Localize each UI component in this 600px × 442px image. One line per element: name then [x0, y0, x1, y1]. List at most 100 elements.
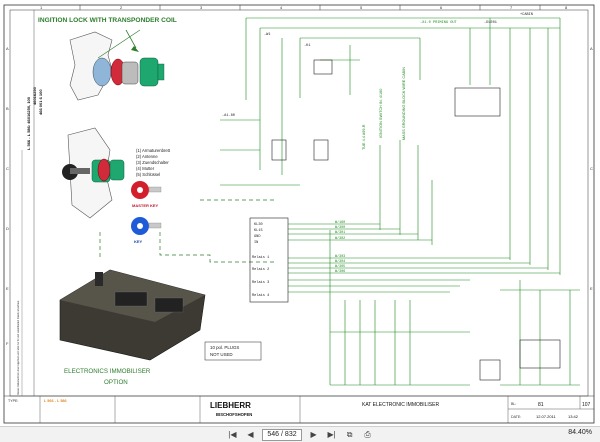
immobiliser-module-drawing [59, 269, 206, 361]
title-block: TYPE: L 566 - L 586 LIEBHERR BISCHOFSHOF… [4, 395, 594, 423]
relay-1-label: Relais 1 [252, 255, 269, 260]
relay-2-label: Relais 2 [252, 267, 269, 272]
plug-note-line-2: NOT USED [210, 352, 233, 357]
key-label: KEY [134, 239, 143, 244]
type-label: TYPE: [8, 399, 18, 403]
first-page-button[interactable]: |◀ [228, 430, 237, 439]
page-total: 832 [284, 431, 297, 438]
drawing-title: KAT ELECTRONIC IMMOBILISER [362, 402, 439, 408]
zone-ruler-side: A B C D E F A C E [6, 46, 593, 346]
wire-label-7: W/305 [335, 264, 345, 269]
module-label-1: ELECTRONICS IMMOBILISER [64, 368, 151, 375]
legend-item-1: (1) Armaturenbrett [136, 148, 171, 153]
relay-3-label: Relais 3 [252, 280, 269, 285]
row-f: F [6, 341, 9, 346]
zone-8: 8 [565, 5, 568, 10]
components [249, 59, 561, 381]
pin-in: IN [254, 241, 258, 245]
top-labels: -X1.0 PRIMING OUT -DLE01 +CABIN -W1 -K1 … [222, 13, 533, 118]
viewer-toolbar: |◀ ◀ 546 / 832 ▶ ▶| ⧉ ⎙ 84.40% [0, 426, 600, 442]
plug-note-line-1: 10 pol. PLUGS [210, 345, 239, 350]
row-d: D [6, 226, 9, 231]
zoom-level[interactable]: 84.40% [568, 429, 592, 436]
brand-logo: LIEBHERR [210, 401, 251, 410]
top-label-dle01: -DLE01 [484, 21, 497, 25]
wire-label-4: W/302 [335, 236, 345, 241]
wiring [220, 17, 580, 386]
ignition-title: INGITION LOCK WITH TRANSPONDER COIL [38, 17, 177, 24]
row-b: B [6, 106, 9, 111]
wire-label-3: W/301 [335, 230, 345, 235]
sheet-label: BL: [511, 402, 516, 406]
top-label-w1: -W1 [264, 33, 270, 37]
top-label-priming: -X1.0 PRIMING OUT [420, 21, 458, 25]
pin-kl30: KL30 [254, 223, 263, 227]
date-label: DATE: [511, 415, 521, 419]
next-sheet: 107 [582, 402, 591, 408]
plug-note-box: 10 pol. PLUGS NOT USED [204, 341, 262, 361]
master-key-icon [131, 181, 162, 199]
wire-label-2: W/300 [335, 225, 345, 230]
sheet-frame [3, 4, 595, 424]
row-a-right: A [590, 46, 593, 51]
top-label-cabin: +CABIN [520, 13, 533, 17]
legend-item-5: (5) Schlüssel [136, 172, 160, 177]
page-number-input[interactable]: 546 / 832 [262, 428, 302, 441]
wire-label-1: W/160 [335, 220, 345, 225]
left-code-strip: L 566 - L 586: 46016250, 100 46016250 46… [17, 10, 43, 396]
legend-item-3: (3) Zuendschalter [136, 160, 169, 165]
wire-labels: W/160 W/300 W/301 W/302 W/303 W/304 W/30… [335, 220, 345, 274]
top-label-k1: -K1 [304, 44, 310, 48]
zone-4: 4 [280, 5, 283, 10]
connector-pins: KL30 KL15 GND IN Relais 1 Relais 2 Relai… [252, 223, 269, 298]
parts-legend: (1) Armaturenbrett (2) Antenne (3) Zuend… [136, 148, 171, 177]
wire-label-6: W/304 [335, 259, 345, 264]
legend-item-4: (4) Mutter [136, 166, 155, 171]
prev-page-button[interactable]: ◀ [247, 430, 254, 439]
time-value: 13:42 [568, 414, 579, 419]
zone-5: 5 [360, 5, 363, 10]
type-value: L 566 - L 586 [44, 399, 67, 403]
zone-2: 2 [120, 5, 123, 10]
wire-label-5: W/303 [335, 254, 345, 259]
legend-item-2: (2) Antenne [136, 154, 158, 159]
pin-gnd: GND [254, 235, 260, 239]
key-icon [131, 217, 162, 235]
date-value: 12.07.2011 [536, 414, 556, 419]
row-e-right: E [590, 286, 593, 291]
row-a: A [6, 46, 9, 51]
relay-4-label: Relais 4 [252, 293, 269, 298]
last-page-button[interactable]: ▶| [327, 430, 336, 439]
copy-icon[interactable]: ⧉ [346, 429, 353, 439]
code-2: 46016250 [32, 86, 37, 105]
master-key-label: MASTER KEY [132, 203, 159, 208]
row-c: C [6, 166, 9, 171]
vertical-text-mass: MASS GROUNDING BLOCK WIRE CABIN [402, 67, 406, 140]
zone-6: 6 [440, 5, 443, 10]
sub-brand: BISCHOFSHOFEN [216, 412, 252, 417]
zone-3: 3 [200, 5, 203, 10]
vertical-text-tue: TUE 4.4 A99-R [362, 124, 366, 150]
next-page-button[interactable]: ▶ [310, 430, 317, 439]
page-current: 546 [267, 431, 280, 438]
row-e: E [6, 286, 9, 291]
sheet-value: 81 [538, 402, 544, 408]
ignition-lock-exploded-drawing [69, 29, 165, 101]
dashed-connections [99, 199, 275, 263]
row-c-right: C [590, 166, 593, 171]
print-icon[interactable]: ⎙ [364, 429, 371, 439]
code-3: 466 001 6 100 [38, 89, 43, 115]
pin-kl15: KL15 [254, 229, 263, 233]
page-separator: / [279, 431, 285, 438]
zone-ruler-top: 1 2 3 4 5 6 7 8 [40, 5, 568, 10]
vertical-annotations: IGNITION SWITCH IN. 4/160 MASS GROUNDING… [362, 67, 406, 150]
code-1: L 566 - L 586: 46016250, 100 [26, 96, 31, 150]
zone-1: 1 [40, 5, 43, 10]
ignition-lock-with-key-drawing [62, 127, 125, 219]
side-legal-text: Dieses Dokument ist unser Eigentum und w… [17, 300, 20, 395]
wire-label-8: W/306 [335, 269, 345, 274]
zone-7: 7 [510, 5, 513, 10]
module-label-2: OPTION [104, 379, 128, 386]
vertical-text-ignition: IGNITION SWITCH IN. 4/160 [379, 89, 383, 138]
